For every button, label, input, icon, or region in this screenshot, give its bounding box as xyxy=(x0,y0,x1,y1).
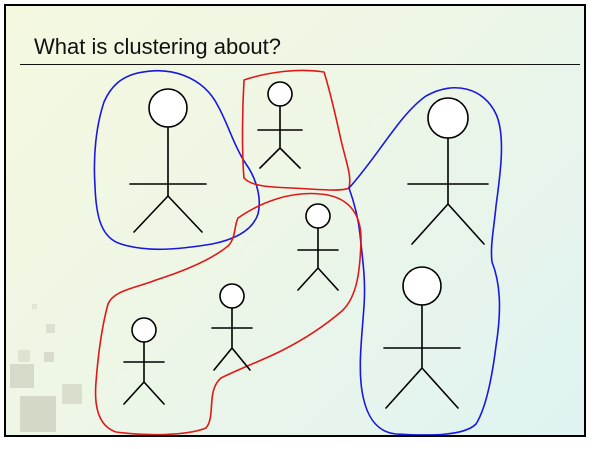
decor-square xyxy=(44,352,54,362)
stick-figure xyxy=(383,266,461,409)
decor-square xyxy=(20,396,56,432)
slide-title: What is clustering about? xyxy=(34,34,282,59)
decor-square xyxy=(62,384,82,404)
decor-square xyxy=(18,350,30,362)
stick-figure xyxy=(257,81,303,169)
cluster-boundary-blue xyxy=(93,70,261,251)
stick-figure xyxy=(297,203,339,291)
stick-figure xyxy=(211,283,253,371)
stick-figure xyxy=(129,88,207,233)
stick-figure xyxy=(123,317,165,405)
decor-square xyxy=(10,364,34,388)
cluster-boundary-blue xyxy=(348,87,503,435)
cluster-outlines xyxy=(93,69,503,435)
decor-square xyxy=(46,324,55,333)
decor-square xyxy=(32,304,37,309)
stick-figure xyxy=(407,97,489,245)
clustering-diagram xyxy=(93,69,503,435)
title-underline xyxy=(20,64,580,65)
slide: What is clustering about? xyxy=(4,4,586,437)
people xyxy=(123,81,489,409)
cluster-boundary-red xyxy=(94,192,362,435)
